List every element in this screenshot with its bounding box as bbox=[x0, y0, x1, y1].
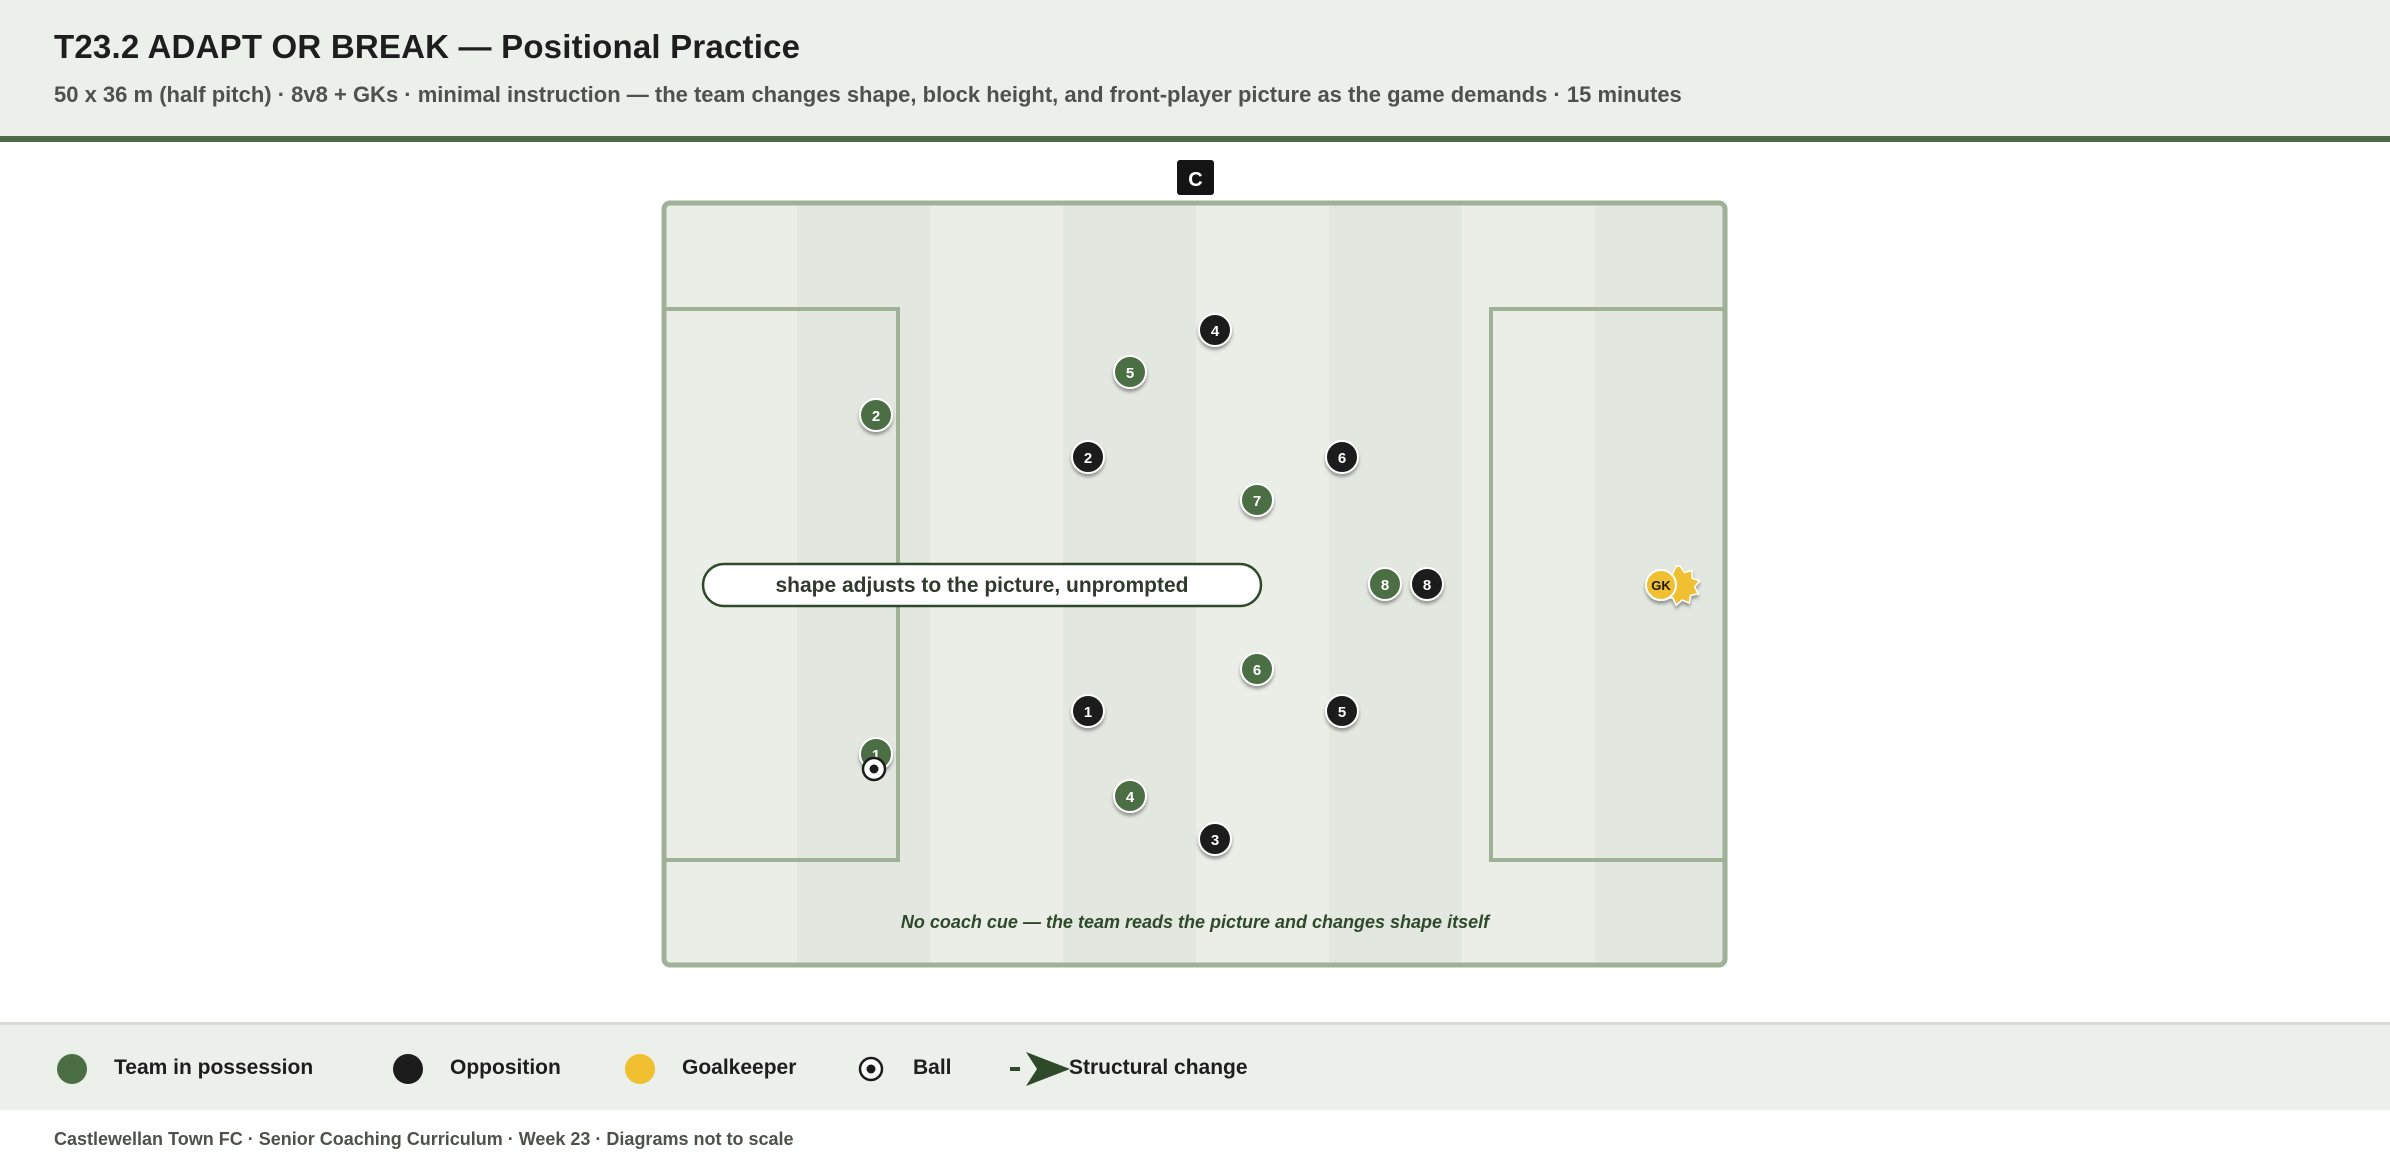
goalkeeper-swatch-icon bbox=[625, 1054, 655, 1084]
legend: Team in possession Opposition Goalkeeper… bbox=[0, 1022, 2390, 1110]
opposition-player: 2 bbox=[1071, 440, 1105, 474]
legend-team-label: Team in possession bbox=[114, 1056, 314, 1079]
page-subtitle: 50 x 36 m (half pitch) · 8v8 + GKs · min… bbox=[54, 82, 1682, 107]
coach-label: C bbox=[1188, 169, 1202, 191]
structural-change-arrow-icon bbox=[1010, 1052, 1070, 1086]
coach-marker: C bbox=[1177, 160, 1214, 195]
svg-text:6: 6 bbox=[1338, 450, 1346, 467]
svg-text:4: 4 bbox=[1211, 323, 1220, 340]
legend-ball-label: Ball bbox=[913, 1056, 952, 1079]
opposition-players: 4 2 6 8 1 5 3 bbox=[1071, 313, 1444, 856]
goalkeeper: GK bbox=[1645, 565, 1701, 607]
svg-text:8: 8 bbox=[1423, 577, 1431, 594]
ball-icon bbox=[858, 1056, 884, 1082]
opposition-player: 3 bbox=[1198, 822, 1232, 856]
svg-text:5: 5 bbox=[1126, 365, 1134, 382]
goalkeeper-label: GK bbox=[1651, 578, 1671, 593]
team-player: 5 bbox=[1113, 355, 1147, 389]
callout-text: shape adjusts to the picture, unprompted bbox=[775, 574, 1188, 597]
team-player: 8 bbox=[1368, 567, 1402, 601]
header-banner: T23.2 ADAPT OR BREAK — Positional Practi… bbox=[0, 0, 2390, 142]
svg-text:2: 2 bbox=[872, 408, 880, 425]
team-players: 2 5 7 8 6 4 1 bbox=[859, 355, 1402, 813]
svg-text:7: 7 bbox=[1253, 493, 1261, 510]
svg-text:2: 2 bbox=[1084, 450, 1092, 467]
svg-text:8: 8 bbox=[1381, 577, 1389, 594]
svg-text:6: 6 bbox=[1253, 662, 1261, 679]
legend-opposition-label: Opposition bbox=[450, 1056, 561, 1079]
team-player: 6 bbox=[1240, 652, 1274, 686]
opposition-player: 8 bbox=[1410, 567, 1444, 601]
footer: Castlewellan Town FC · Senior Coaching C… bbox=[54, 1129, 794, 1149]
team-player: 7 bbox=[1240, 483, 1274, 517]
ball bbox=[861, 756, 887, 782]
legend-goalkeeper-label: Goalkeeper bbox=[682, 1056, 797, 1079]
right-penalty-box bbox=[1489, 307, 1727, 862]
svg-text:3: 3 bbox=[1211, 832, 1219, 849]
svg-text:5: 5 bbox=[1338, 704, 1346, 721]
opposition-player: 5 bbox=[1325, 694, 1359, 728]
pitch-diagram: C GK shape adjusts to the picture, unpro… bbox=[661, 160, 1728, 968]
svg-text:1: 1 bbox=[1084, 704, 1092, 721]
team-player: 2 bbox=[859, 398, 893, 432]
diagram-note: No coach cue — the team reads the pictur… bbox=[901, 912, 1491, 932]
callout-box: shape adjusts to the picture, unprompted bbox=[701, 562, 1263, 608]
team-swatch-icon bbox=[57, 1054, 87, 1084]
svg-text:1: 1 bbox=[872, 747, 880, 764]
opposition-player: 4 bbox=[1198, 313, 1232, 347]
legend-structural-label: Structural change bbox=[1069, 1056, 1248, 1079]
opposition-swatch-icon bbox=[393, 1054, 423, 1084]
opposition-player: 1 bbox=[1071, 694, 1105, 728]
page-title: T23.2 ADAPT OR BREAK — Positional Practi… bbox=[54, 28, 801, 65]
team-player: 4 bbox=[1113, 779, 1147, 813]
opposition-player: 6 bbox=[1325, 440, 1359, 474]
svg-text:4: 4 bbox=[1126, 789, 1135, 806]
